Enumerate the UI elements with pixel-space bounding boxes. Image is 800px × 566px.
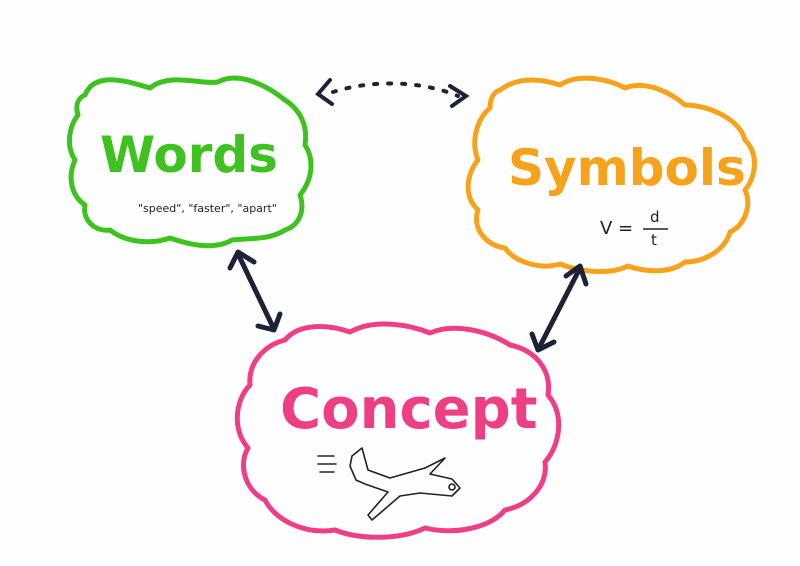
words-cloud-outline [66, 75, 314, 249]
node-words: Words "speed", "faster", "apart" [66, 75, 314, 249]
arrow-words-concept [227, 249, 283, 333]
words-examples: "speed", "faster", "apart" [138, 202, 277, 215]
symbols-cloud-outline [465, 75, 757, 275]
arrow-words-symbols [315, 78, 470, 108]
arrow-symbols-concept [529, 263, 589, 353]
node-symbols: Symbols V = d t [465, 75, 757, 275]
symbols-label: Symbols [508, 139, 746, 197]
airplane-icon [317, 447, 461, 521]
concept-cloud-outline [234, 321, 562, 540]
concept-label: Concept [280, 377, 537, 442]
node-concept: Concept [234, 321, 562, 540]
symbols-formula-numerator: d [650, 208, 660, 226]
symbols-formula-left: V = [600, 218, 633, 239]
words-label: Words [100, 126, 278, 184]
symbols-formula-denominator: t [651, 231, 657, 249]
